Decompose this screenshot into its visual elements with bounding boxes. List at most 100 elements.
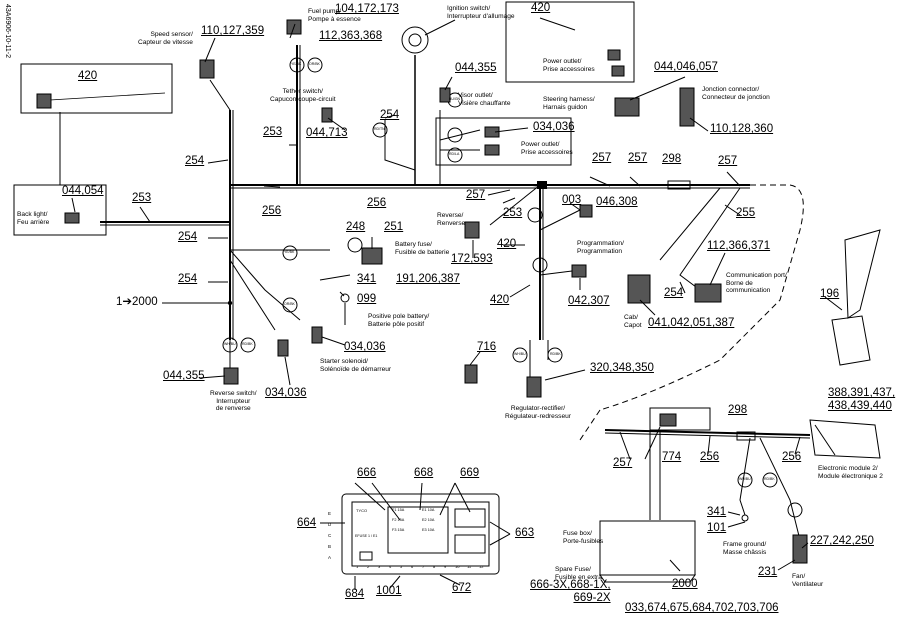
fusebox-num-3: 3 — [378, 564, 381, 569]
lbl-ignition: Ignition switch/ Interrupteur d'allumage — [447, 5, 515, 20]
pn-2000-left: 1➔2000 — [116, 296, 158, 308]
pn-256-d: 256 — [782, 451, 802, 463]
pn-254-r: 254 — [664, 287, 684, 299]
pn-248: 248 — [346, 221, 366, 233]
pn-227: 227,242,250 — [810, 535, 874, 547]
lbl-cab: Cab/ Capot — [624, 314, 642, 329]
pn-666: 666 — [357, 467, 377, 479]
fusebox-side-b: B — [328, 544, 332, 549]
pn-341-b: 341 — [707, 506, 727, 518]
pn-ignition: 104,172,173 — [335, 3, 399, 15]
pn-044-b: 044,355 — [163, 370, 205, 382]
fusebox-num-12: 12 — [479, 564, 484, 569]
pn-251: 251 — [384, 221, 404, 233]
pn-power-outlet-mid: 034,036 — [533, 121, 575, 133]
fusebox-tag-left: TYCO — [356, 508, 368, 513]
wire-code: WH/BU — [224, 342, 236, 346]
pn-420-r2: 420 — [490, 294, 510, 306]
lbl-power-outlet-top: Power outlet/ Prise accessoires — [543, 58, 595, 73]
pn-2000-bottom: 2000 — [672, 578, 698, 590]
fusebox-side-c: C — [328, 533, 332, 538]
pn-099: 099 — [357, 293, 377, 305]
fuse-e3: E3 10A — [422, 528, 435, 532]
pn-034-c: 034,036 — [344, 341, 386, 353]
pn-042: 042,307 — [568, 295, 610, 307]
wire-code: RD/BK — [550, 352, 561, 356]
wire-code: OR/BK — [284, 302, 295, 306]
pn-664: 664 — [297, 517, 317, 529]
lbl-steering: Steering harness/ Harnais guidon — [543, 96, 595, 111]
pn-257-b2: 257 — [613, 457, 633, 469]
lbl-fuel-pump: Fuel pump/ Pompe à essence — [308, 8, 361, 23]
wire-code: WH/BU — [739, 477, 751, 481]
pn-684: 684 — [345, 588, 365, 600]
fusebox-num-10: 10 — [455, 564, 460, 569]
lbl-visor: Visor outlet/ Visière chauffante — [458, 92, 511, 107]
lbl-reverse: Reverse/ Renverse — [437, 212, 466, 227]
fusebox-side-e: E — [328, 511, 332, 516]
lbl-frame-ground: Frame ground/ Masse châssis — [723, 541, 767, 556]
pn-speed-sensor: 110,127,359 — [201, 25, 265, 37]
lbl-regulator: Regulator-rectifier/ Régulateur-redresse… — [505, 405, 571, 420]
fusebox-num-7: 7 — [422, 564, 425, 569]
pn-669: 669 — [460, 467, 480, 479]
pn-257-a: 257 — [592, 152, 612, 164]
lbl-speed-sensor: Speed sensor/ Capteur de vitesse — [138, 31, 193, 46]
fusebox-num-2: 2 — [367, 564, 370, 569]
fuse-f1: F1 15A — [392, 508, 405, 512]
wire-code: RD/LA — [449, 152, 460, 156]
pn-716: 716 — [477, 341, 497, 353]
lbl-ecm: Electronic module 2/ Module électronique… — [818, 465, 883, 480]
pn-663: 663 — [515, 527, 535, 539]
pn-tether: 044,713 — [306, 127, 348, 139]
pn-320: 320,348,350 — [590, 362, 654, 374]
lbl-programming: Programmation/ Programmation — [577, 240, 624, 255]
lbl-fuse-box: Fuse box/ Porte-fusibles — [563, 530, 604, 545]
pn-172: 172,593 — [451, 253, 493, 265]
pn-257-b: 257 — [628, 152, 648, 164]
pn-033: 033,674,675,684,702,703,706 — [625, 602, 779, 614]
fusebox-num-6: 6 — [411, 564, 414, 569]
pn-254-l0: 254 — [185, 155, 205, 167]
pn-420-r: 420 — [497, 238, 517, 250]
fusebox-num-9: 9 — [444, 564, 447, 569]
lbl-reverse-switch: Reverse switch/ Interrupteur de renverse — [210, 390, 257, 413]
fuse-e2: E2 10A — [422, 518, 435, 522]
pn-253-left: 253 — [263, 126, 283, 138]
pn-junction: 110,128,360 — [710, 123, 774, 135]
pn-256-b: 256 — [367, 197, 387, 209]
pn-196: 196 — [820, 288, 840, 300]
pn-668: 668 — [414, 467, 434, 479]
wire-code: RD/BK — [242, 342, 253, 346]
wire-code: RD/TN — [374, 127, 385, 131]
pn-666b: 666-3X,668-1X, 669-2X — [530, 579, 611, 604]
pn-191: 191,206,387 — [396, 273, 460, 285]
pn-256-a: 256 — [262, 205, 282, 217]
pn-255: 255 — [736, 207, 756, 219]
pn-fuel-pump: 112,363,368 — [319, 30, 383, 42]
pn-341: 341 — [357, 273, 377, 285]
pn-253-r: 253 — [503, 207, 523, 219]
pn-256-c: 256 — [700, 451, 720, 463]
wire-code: YE/BK — [284, 250, 295, 254]
lbl-junction: Jonction connector/ Connecteur de joncti… — [702, 86, 770, 101]
lbl-positive-pole: Positive pole battery/ Batterie pôle pos… — [368, 313, 430, 328]
fuse-e1: E1 10A — [422, 508, 435, 512]
pn-254-top: 254 — [380, 109, 400, 121]
lbl-back-light: Back light/ Feu arrière — [17, 211, 50, 226]
pn-298-top: 298 — [662, 153, 682, 165]
pn-253-mid: 253 — [132, 192, 152, 204]
pn-041: 041,042,051,387 — [648, 317, 735, 329]
pn-steering: 044,046,057 — [654, 61, 718, 73]
wire-code: OR/BK — [309, 62, 320, 66]
pn-visor: 044,355 — [455, 62, 497, 74]
pn-254-l1: 254 — [178, 231, 198, 243]
pn-inset-420: 420 — [78, 70, 98, 82]
pn-231: 231 — [758, 566, 778, 578]
pn-257-mid: 257 — [466, 189, 486, 201]
fuse-f3: F3 15A — [392, 528, 405, 532]
pn-046: 046,308 — [596, 196, 638, 208]
pn-power-outlet-top: 420 — [531, 2, 551, 14]
